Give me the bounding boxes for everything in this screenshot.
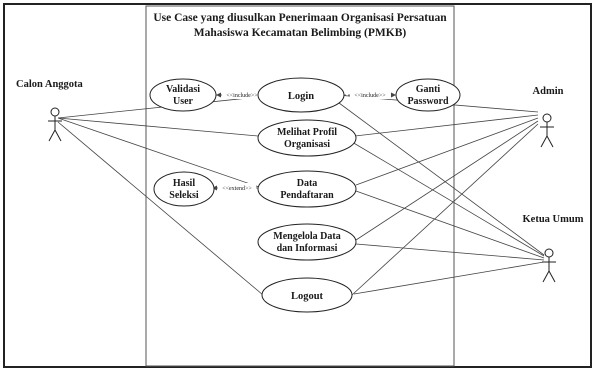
arrowhead-validasi [216,92,221,98]
actor-admin-leg-right [546,135,554,148]
assoc-ketua-data [355,190,545,259]
include-right-label-bg [350,90,390,99]
actor-ketua-leg-right [548,270,556,283]
system-title-line2: Mahasiswa Kecamatan Belimbing (PMKB) [194,27,407,39]
assoc-ketua-login [334,99,545,256]
actor-calon-figure [48,107,62,142]
include-left-label-bg [222,90,262,99]
actor-ketua-label: Ketua Umum [523,214,584,225]
usecase-ganti-line2: Password [407,96,449,107]
actor-calon-head [50,107,60,117]
actor-ketua-head [544,248,554,258]
usecase-hasil-line1: Hasil [173,178,195,189]
usecase-mengelola-data [257,223,357,261]
usecase-melihat-line1: Melihat Profil [277,127,337,138]
usecase-mengelola-line2: dan Informasi [277,243,338,254]
actor-calon-label: Calon Anggota [16,79,84,90]
usecase-mengelola-line1: Mengelola Data [273,231,341,242]
include-right-label: <<include>> [354,93,386,99]
system-boundary [145,5,455,367]
dependency-arrowheads [212,92,396,191]
usecase-ganti-line1: Ganti [416,84,441,95]
usecase-data-pendaftaran [257,170,357,208]
arrowhead-ganti [391,92,396,98]
actor-ketua-leg-left [542,270,550,283]
usecase-hasil-seleksi [153,171,215,207]
assoc-ketua-logout [353,261,545,295]
actor-admin-figure [540,113,554,148]
use-case-ovals [149,77,461,313]
actor-calon-leg-right [54,129,62,142]
assoc-calon-login [57,96,259,119]
extend-label: <<extend>> [222,186,252,192]
usecase-logout [261,277,353,313]
arrowhead-hasil [212,185,217,191]
include-left-label: <<include>> [226,93,258,99]
usecase-validasi-user [149,78,217,112]
usecase-validasi-line1: Validasi [166,84,200,95]
assoc-ketua-melihat [351,141,545,257]
actor-ketua-figure [542,248,556,283]
system-title-line1: Use Case yang diusulkan Penerimaan Organ… [153,12,447,24]
usecase-melihat-line2: Organisasi [284,139,330,150]
usecase-login [257,77,345,113]
assoc-admin-logout [351,123,539,296]
extend-label-bg [218,183,256,192]
association-lines [57,94,545,296]
actor-admin-label: Admin [533,86,564,97]
assoc-admin-mengelola [355,120,539,241]
actor-calon-leg-left [48,129,56,142]
actor-admin-head [542,113,552,123]
assoc-calon-data [57,117,260,188]
usecase-login-label: Login [288,91,314,102]
outer-frame [3,3,592,368]
usecase-hasil-line2: Seleksi [169,190,199,201]
usecase-data-line1: Data [297,178,318,189]
assoc-calon-melihat [57,117,259,137]
usecase-data-line2: Pendaftaran [280,190,334,201]
assoc-calon-logout [57,121,264,296]
assoc-admin-data [355,117,539,186]
usecase-logout-label: Logout [291,291,324,302]
usecase-ganti-password [395,78,461,112]
actor-admin-leg-left [540,135,548,148]
usecase-melihat-profil [257,119,357,157]
usecase-validasi-line2: User [173,96,194,107]
assoc-admin-melihat [354,114,539,137]
assoc-ketua-mengelola [355,243,545,261]
